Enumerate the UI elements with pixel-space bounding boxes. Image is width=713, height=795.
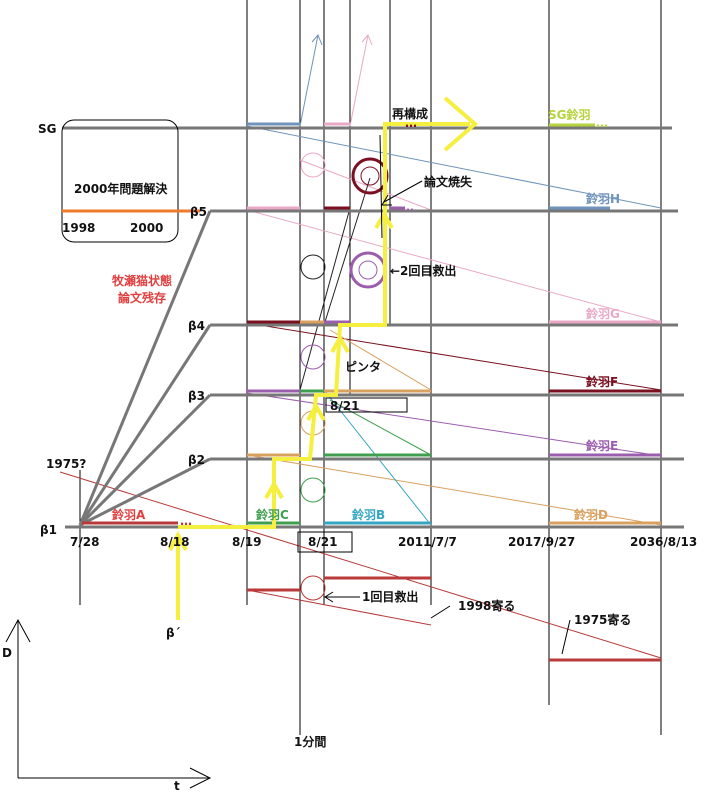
drift-d: [246, 454, 662, 526]
suzuha-sg-dots: …: [596, 116, 608, 130]
yellow-up-c: [264, 479, 284, 499]
label-axis-d: D: [2, 646, 12, 660]
drift-blue-up: [299, 34, 319, 127]
yellow-up-b2: [306, 401, 326, 421]
label-paper-burned: 論文焼失: [424, 174, 473, 189]
arrow-paper-burned-head: [381, 194, 392, 206]
box-821-upper: [325, 397, 408, 413]
label-2000: 2000: [130, 221, 163, 235]
label-1975q: 1975?: [46, 457, 86, 471]
suzuha-e: 鈴羽E: [586, 438, 618, 453]
axis-d-arrow: [5, 618, 31, 643]
problem-solved-box: [61, 119, 179, 243]
colored-segments: [82, 122, 661, 662]
suzuha-b: 鈴羽B: [352, 507, 385, 522]
arrow-first-rescue-head: [324, 591, 334, 603]
yellow-up-b5: [374, 209, 394, 229]
label-b3: β3: [188, 389, 205, 403]
circle-maroon-outer: [351, 157, 389, 195]
label-pinta: ピンタ: [345, 360, 381, 374]
fan-b5: [78, 210, 212, 526]
suzuha-d: 鈴羽D: [574, 507, 608, 522]
label-first-rescue: 1回目救出: [362, 589, 418, 604]
drift-h: [246, 125, 662, 209]
date-0728: 7/28: [70, 535, 99, 549]
label-b1: β1: [40, 523, 57, 537]
circle-purple-inner: [358, 260, 378, 280]
label-b2: β2: [188, 453, 205, 467]
label-problem-solved: 2000年問題解決: [74, 181, 168, 196]
drift-g: [246, 209, 662, 323]
suzuha-f: 鈴羽F: [586, 374, 618, 389]
b5-purple-dots: …: [402, 200, 414, 214]
drift-green: [329, 399, 432, 456]
suzuha-c: 鈴羽C: [256, 507, 289, 522]
circle-pink: [300, 152, 326, 178]
arrow-reconstruct: [379, 134, 383, 239]
arrowhead-pink: [361, 34, 373, 46]
fan-b4: [78, 324, 212, 526]
transition-circles: [300, 152, 389, 601]
label-one-minute: 1分間: [294, 734, 326, 749]
date-20110707: 2011/7/7: [398, 535, 457, 549]
label-reconstruct: 再構成: [392, 106, 428, 121]
date-0818: 8/18: [160, 535, 189, 549]
circle-purple-outer: [349, 251, 387, 289]
yellow-up-b3: [330, 333, 350, 353]
yellow-arrowhead: [443, 96, 479, 152]
fan-lines: [78, 210, 212, 527]
date-0819: 8/19: [232, 535, 261, 549]
label-near-1998: 1998寄る: [458, 598, 515, 613]
fan-b2: [79, 457, 211, 527]
axes: [5, 618, 212, 789]
arrow-paper-burned: [383, 180, 423, 203]
drift-1975: [59, 471, 662, 659]
drift-lines: [59, 34, 662, 659]
circle-dark: [300, 254, 326, 280]
label-axis-t: t: [174, 779, 180, 793]
circle-purple-small: [300, 344, 326, 370]
arrowhead-blue: [311, 34, 323, 46]
label-821-box: 8/21: [330, 399, 359, 413]
suzuha-a-dots: …: [180, 514, 192, 528]
date-20170927: 2017/9/27: [508, 535, 575, 549]
drift-pink-up: [349, 34, 369, 127]
suzuha-g: 鈴羽G: [586, 306, 620, 321]
label-beta-prime: β´: [166, 626, 181, 640]
callout-arrows: [324, 134, 571, 655]
label-b5: β5: [190, 205, 207, 219]
drift-pink-upper: [299, 159, 432, 211]
label-sg: SG: [38, 122, 57, 136]
label-paper-remains: 論文残存: [118, 290, 166, 305]
yellow-path: [168, 96, 479, 620]
date-20360813: 2036/8/13: [630, 535, 697, 549]
date-0821: 8/21: [308, 535, 337, 549]
jump-dark-1: [299, 207, 351, 391]
drift-1998: [246, 589, 432, 626]
label-1998: 1998: [62, 221, 95, 235]
yellow-beta-prime-head: [168, 530, 188, 551]
fan-b3: [78, 393, 212, 527]
circle-maroon-inner: [360, 166, 380, 186]
label-second-rescue: ←2回目救出: [390, 263, 456, 278]
axis-t-arrow: [189, 767, 212, 789]
sg-maroon-dots: …: [405, 116, 417, 130]
label-makise-state: 牧瀬猫状態: [112, 273, 172, 288]
label-b4: β4: [188, 319, 205, 333]
yellow-main-path: [178, 122, 470, 529]
circle-red: [300, 575, 326, 601]
drift-sand-upper: [329, 329, 432, 391]
suzuha-a: 鈴羽A: [112, 507, 146, 522]
suzuha-h: 鈴羽H: [586, 191, 620, 206]
arrow-1998: [430, 605, 451, 619]
drift-f: [246, 322, 662, 391]
jump-dark-2: [323, 177, 371, 326]
circle-green: [300, 477, 326, 503]
suzuha-sg: SG鈴羽: [548, 107, 591, 122]
label-near-1975: 1975寄る: [574, 612, 631, 627]
box-821-axis: [297, 531, 353, 553]
arrow-1975: [561, 619, 571, 655]
